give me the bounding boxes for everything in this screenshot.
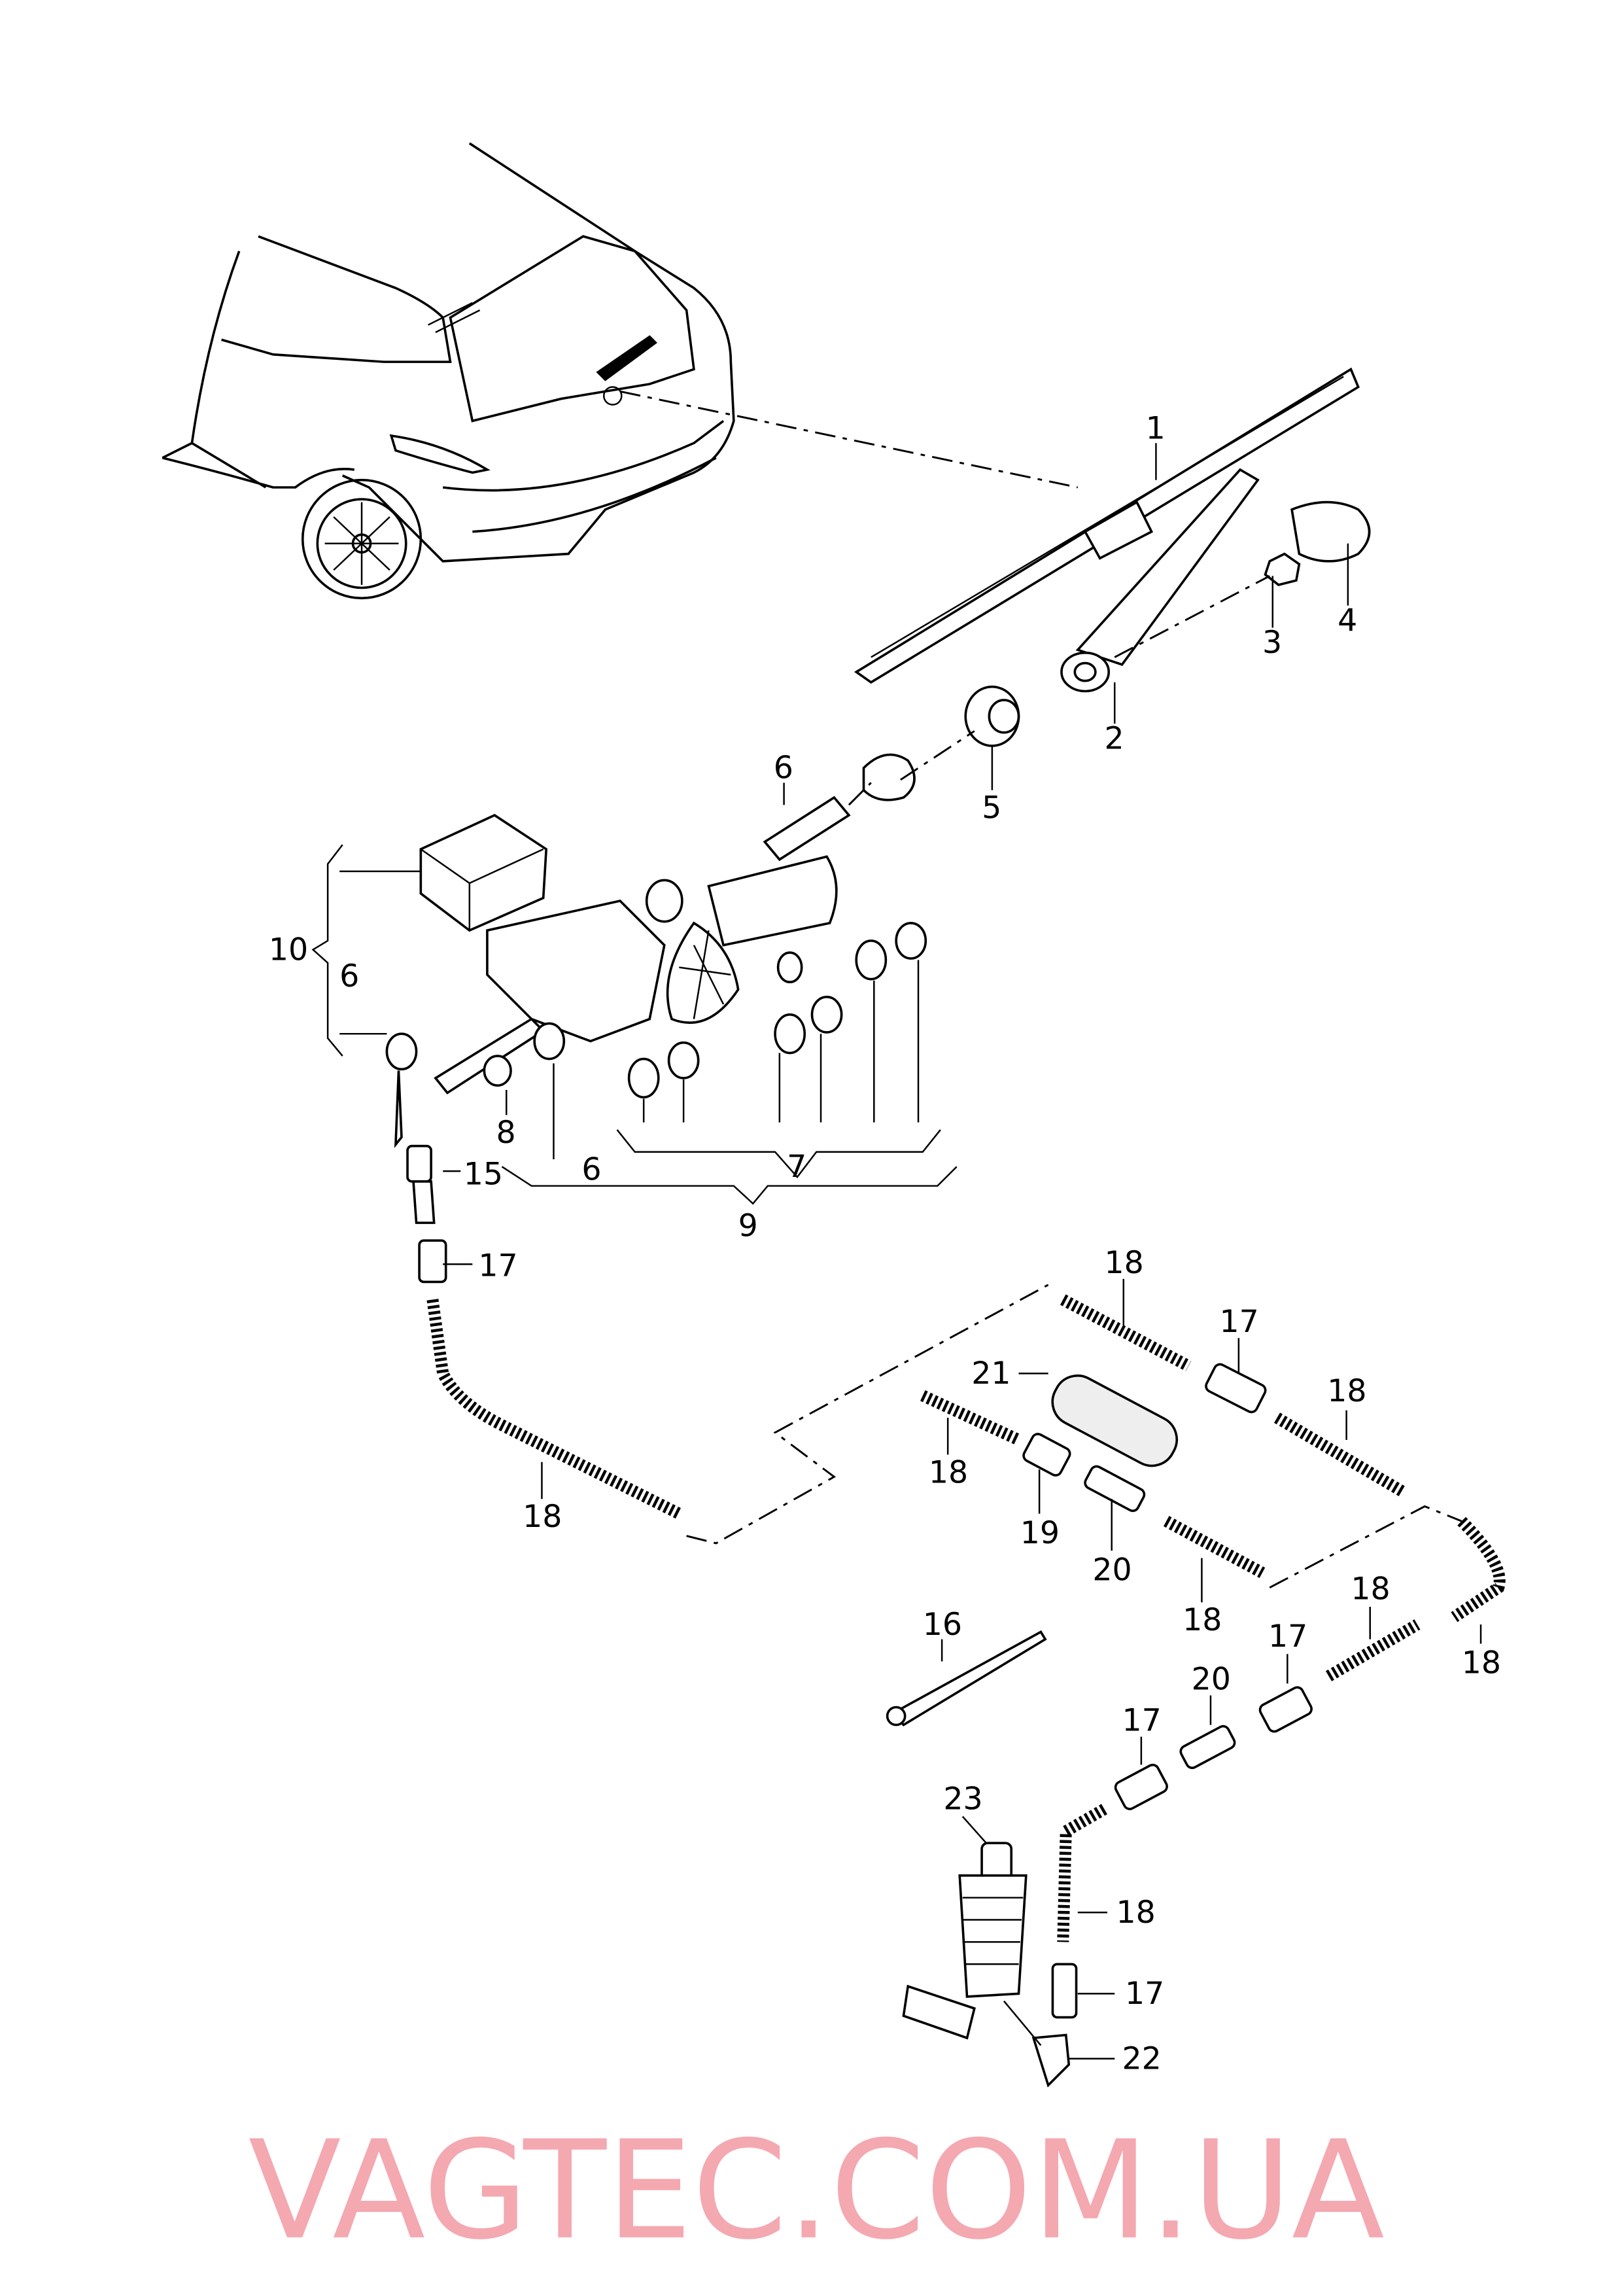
callout-20: 20: [1192, 1661, 1231, 1697]
callout-6: 6: [774, 750, 793, 786]
wiper-arm: [1060, 468, 1260, 693]
callout-18: 18: [1327, 1373, 1366, 1409]
cap-and-nut: [1264, 500, 1371, 586]
callout-17: 17: [1125, 1976, 1164, 2012]
callout-18: 18: [929, 1454, 968, 1490]
watermark: VAGTEC.COM.UA: [249, 2111, 1385, 2269]
callout-23: 23: [943, 1781, 982, 1817]
callout-10: 10: [269, 932, 308, 968]
callout-18: 18: [1351, 1571, 1390, 1607]
seal-nut: [862, 753, 916, 801]
callout-2: 2: [1104, 721, 1124, 757]
rubber-buffers: [627, 922, 927, 1099]
leader-line-car: [619, 390, 1079, 489]
callout-3: 3: [1262, 625, 1282, 661]
callout-4: 4: [1338, 603, 1357, 639]
callout-labels: 1 2 3 4 5 6 10 6 8 6 7 9 15 17 18 17 18 …: [269, 411, 1501, 2077]
callout-20: 20: [1092, 1552, 1132, 1588]
callout-6: 6: [581, 1152, 601, 1188]
washer-pump: [902, 1842, 1042, 2046]
callout-18: 18: [1104, 1245, 1143, 1281]
callout-1: 1: [1146, 411, 1166, 447]
callout-21: 21: [971, 1356, 1011, 1392]
callout-8: 8: [496, 1115, 515, 1151]
grommet: [964, 685, 1020, 747]
callout-18: 18: [1462, 1645, 1501, 1681]
callout-7: 7: [787, 1149, 806, 1185]
hose-line-right: [920, 1294, 1506, 2088]
callout-9: 9: [738, 1208, 758, 1244]
callout-18: 18: [1116, 1895, 1155, 1931]
callout-16: 16: [923, 1607, 962, 1643]
callout-6: 6: [339, 958, 359, 994]
callout-19: 19: [1020, 1515, 1060, 1551]
car-rear-illustration: [162, 142, 735, 600]
cable-tie: [886, 1630, 1047, 1726]
callout-17: 17: [1268, 1619, 1307, 1655]
wiper-motor: [385, 814, 838, 1095]
callout-15: 15: [464, 1156, 503, 1192]
callout-18: 18: [523, 1499, 562, 1535]
wiper-blade: [854, 367, 1360, 684]
callout-17: 17: [1122, 1703, 1162, 1739]
callout-18: 18: [1183, 1602, 1222, 1638]
callout-22: 22: [1122, 2041, 1162, 2077]
spindle: [763, 782, 872, 862]
callout-17: 17: [1220, 1304, 1259, 1340]
callout-17: 17: [478, 1248, 517, 1284]
callout-5: 5: [982, 790, 1001, 826]
hose-line-left: [394, 1070, 682, 1519]
